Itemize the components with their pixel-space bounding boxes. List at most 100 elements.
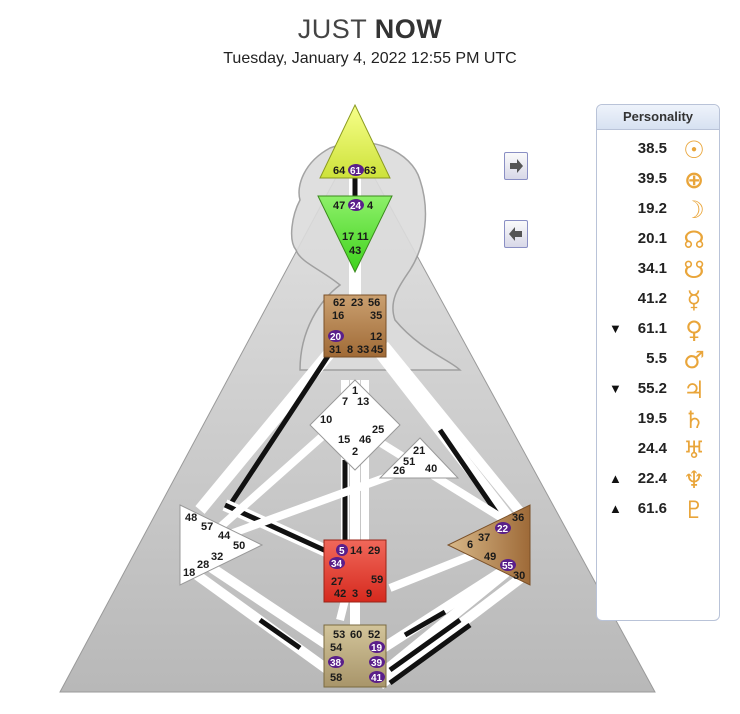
gate-64: 64 (333, 165, 346, 177)
gate-35: 35 (370, 310, 382, 322)
gate-34: 34 (331, 559, 343, 570)
arrow-right-icon (510, 159, 523, 173)
personality-row: 24.4 ♅ (597, 435, 719, 465)
gate-22-marker (495, 522, 511, 534)
activation-value: 20.1 (637, 230, 667, 247)
gate-17: 17 (342, 231, 354, 243)
gate-23: 23 (351, 297, 363, 309)
gate-61: 61 (350, 166, 362, 177)
pluto-icon: ♇ (683, 496, 705, 524)
gate-56: 56 (368, 297, 380, 309)
personality-row: ▲ 61.6 ♇ (597, 495, 719, 525)
personality-row: 38.5☉ (597, 135, 719, 165)
gate-25: 25 (372, 424, 384, 436)
gate-49: 49 (484, 551, 496, 563)
gate-36: 36 (512, 512, 524, 524)
direction-arrow: ▼ (609, 321, 622, 336)
head-center (319, 103, 391, 179)
gate-21: 21 (413, 445, 425, 457)
gate-3: 3 (352, 588, 358, 600)
direction-arrow: ▲ (609, 501, 622, 516)
gate-63: 63 (364, 165, 376, 177)
prev-arrow-button[interactable] (504, 220, 528, 248)
gate-27: 27 (331, 576, 343, 588)
personality-row: ▼61.1♀ (597, 315, 719, 345)
gate-52: 52 (368, 629, 380, 641)
gate-12: 12 (370, 331, 382, 343)
activation-value: 55.2 (637, 380, 667, 397)
gate-50: 50 (233, 540, 245, 552)
gate-41: 41 (371, 673, 383, 684)
gate-44: 44 (218, 530, 231, 542)
gate-61-marker (348, 164, 364, 176)
gate-33: 33 (357, 344, 369, 356)
activation-value: 19.5 (637, 410, 667, 427)
activation-value: 19.2 (637, 200, 667, 217)
heart-center (378, 437, 460, 479)
sacral-center (323, 539, 387, 603)
gate-30: 30 (513, 570, 525, 582)
gate-5: 5 (339, 546, 345, 557)
gate-48: 48 (185, 512, 197, 524)
moon-icon: ☽ (683, 196, 705, 224)
gate-55: 55 (502, 561, 514, 572)
gate-8: 8 (347, 344, 353, 356)
personality-row: ▲22.4♆ (597, 465, 719, 495)
saturn-icon: ♄ (683, 406, 705, 434)
gate-38-marker (328, 656, 344, 668)
personality-row: ▼55.2♃ (597, 375, 719, 405)
gate-57: 57 (201, 521, 213, 533)
gate-40: 40 (425, 463, 437, 475)
gate-51: 51 (403, 456, 415, 468)
chart-date: Tuesday, January 4, 2022 12:55 PM UTC (223, 50, 517, 67)
south-node-icon: ☋ (683, 256, 705, 284)
title-bold: NOW (374, 14, 443, 44)
activation-value: 24.4 (637, 440, 667, 457)
gate-53: 53 (333, 629, 345, 641)
gate-43: 43 (349, 245, 361, 257)
mars-icon: ♂ (683, 346, 705, 374)
gate-22: 22 (497, 524, 509, 535)
activation-value: 61.6 (637, 500, 667, 517)
gate-18: 18 (183, 567, 195, 579)
activation-value: 38.5 (637, 140, 667, 157)
gate-62: 62 (333, 297, 345, 309)
personality-row: 34.1 ☋ (597, 255, 719, 285)
gate-2: 2 (352, 446, 358, 458)
gate-11: 11 (357, 231, 369, 243)
gate-54: 54 (330, 642, 343, 654)
gate-58: 58 (330, 672, 342, 684)
gate-14: 14 (350, 545, 363, 557)
gate-10: 10 (320, 414, 332, 426)
gate-42: 42 (334, 588, 346, 600)
gate-26: 26 (393, 465, 405, 477)
gate-45: 45 (371, 344, 383, 356)
uranus-icon: ♅ (683, 436, 705, 464)
personality-row: 41.2☿ (597, 285, 719, 315)
spleen-center (179, 504, 264, 586)
personality-row: 19.5 ♄ (597, 405, 719, 435)
gate-5-marker (336, 544, 348, 556)
personality-row: 19.2 ☽ (597, 195, 719, 225)
gate-20: 20 (330, 332, 342, 343)
activation-value: 34.1 (637, 260, 667, 277)
direction-arrow: ▲ (609, 471, 622, 486)
earth-icon: ⊕ (683, 166, 705, 194)
gate-32: 32 (211, 551, 223, 563)
gate-39-marker (369, 656, 385, 668)
gate-4: 4 (367, 200, 374, 212)
gate-19-marker (369, 641, 385, 653)
gate-55-marker (500, 559, 516, 571)
g-center (309, 379, 401, 471)
personality-heading: Personality (597, 105, 719, 130)
jupiter-icon: ♃ (683, 376, 705, 404)
gate-20-marker (328, 330, 344, 342)
activation-value: 61.1 (637, 320, 667, 337)
gate-34-marker (329, 557, 345, 569)
gate-16: 16 (332, 310, 344, 322)
activation-value: 5.5 (646, 350, 667, 367)
throat-center (323, 294, 387, 358)
next-arrow-button[interactable] (504, 152, 528, 180)
personality-row: 39.5⊕ (597, 165, 719, 195)
gate-9: 9 (366, 588, 372, 600)
